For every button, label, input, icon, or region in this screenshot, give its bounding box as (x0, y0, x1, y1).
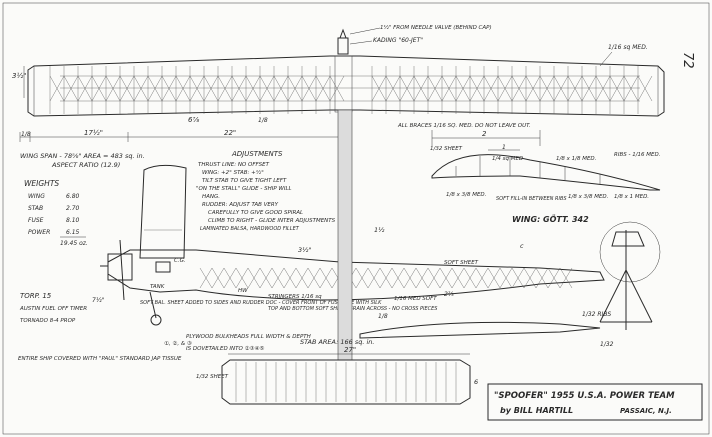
adj-line-6: RUDDER: ADJUST TAB VERY (202, 202, 279, 208)
stab-sheet: 1/32 SHEET (196, 374, 229, 380)
weight-total: 19.45 oz. (60, 240, 88, 247)
weight-value-power: 6.15 (66, 229, 80, 236)
plan-title: "SPOOFER" 1955 U.S.A. POWER TEAM (494, 391, 675, 401)
tank-label: TANK (150, 284, 165, 290)
airfoil-ribs: RIBS - 1/16 MED. (614, 152, 661, 158)
hw-label: HW (238, 288, 248, 294)
fuselage-truss (199, 267, 573, 289)
fuse-dim-1half: 1½ (374, 226, 385, 234)
stab-height: 6 (474, 378, 478, 386)
plan-location: PASSAIC, N.J. (620, 407, 672, 415)
weight-value-fuse: 8.10 (66, 217, 80, 224)
airfoil-sheet: 1/32 SHEET (430, 146, 463, 152)
prop-nose-note: 1½" FROM NEEDLE VALVE (BEHIND CAP) (380, 24, 492, 31)
stab-span: 27" (344, 346, 356, 354)
bulkheads-note: PLYWOOD BULKHEADS FULL WIDTH & DEPTH (186, 334, 311, 340)
top-bottom-note: TOP AND BOTTOM SOFT SHEET, GRAIN ACROSS … (268, 306, 438, 312)
stab-ribs (235, 362, 457, 402)
airfoil-te2: 1/8 x 1 MED. (614, 194, 649, 200)
laminated-note: LAMINATED BALSA, HARDWOOD FILLET (200, 226, 300, 232)
fuse-tip-1-8: 1/8 (378, 313, 388, 320)
adj-line-5: HANG. (202, 194, 220, 200)
adj-line-3: TILT STAB TO GIVE TIGHT LEFT (202, 178, 287, 184)
fuse-soft-sheet: SOFT SHEET (444, 260, 479, 266)
engine-torp: TORP. 15 (20, 292, 52, 300)
page-number: 72 (680, 52, 695, 69)
power-notes: TORP. 15 AUSTIN FUEL OFF TIMER TORNADO 8… (19, 292, 105, 324)
fuse-dim-3half: 3½" (298, 246, 311, 254)
airfoil-le: 1/4 sq MED (492, 156, 523, 162)
airfoil-dim-2: 2 (482, 130, 487, 138)
wing-span-area: WING SPAN - 78⅝" AREA = 483 sq. in. (20, 152, 145, 160)
fuel-tank (155, 261, 171, 273)
circles-note: ①, ②, & ③ (164, 340, 192, 347)
dovetail-note: IS DOVETAILED INTO ②③④⑤ (186, 345, 264, 352)
airfoil-te: 1/8 x 3/8 MED. (568, 194, 609, 200)
wing-airfoil-section (431, 130, 661, 191)
landing-wheel (150, 314, 162, 326)
adj-line-7: CAREFULLY TO GIVE GOOD SPIRAL (208, 210, 303, 216)
fuse-height-2-3: 2⅔ (444, 291, 454, 298)
weights-title: WEIGHTS (24, 179, 59, 188)
cg-label: C.G. (174, 258, 186, 264)
stab-plan-view (221, 353, 471, 405)
fin-spine (337, 109, 353, 361)
half-span-dim: 22" (224, 129, 236, 137)
weight-label-fuse: FUSE (28, 217, 44, 224)
fuse-dim-c: c (520, 242, 524, 250)
airfoil-section-name: WING: GÖTT. 342 (512, 214, 589, 224)
fuse-med-soft: 1/16 MED SOFT (394, 296, 437, 302)
airfoil-spar: 1/8 x 1/8 MED. (556, 156, 597, 162)
rib-spacing-dim: 17½" (84, 129, 103, 137)
weight-label-wing: WING (28, 193, 45, 200)
sheet-added-note: SOFT BAL. SHEET ADDED TO SIDES AND RUDDE… (140, 300, 382, 306)
adjustments-title: ADJUSTMENTS (231, 150, 283, 158)
weight-label-power: POWER (28, 229, 50, 236)
stab-area: STAB AREA: 166 sq. in. (300, 338, 374, 346)
engine-prop: TORNADO 8-4 PROP (20, 318, 76, 324)
adj-line-4: "ON THE STALL" GLIDE - SHIP WILL (196, 186, 292, 192)
fuse-tip-1-32: 1/32 (600, 341, 614, 348)
airfoil-soft-fill: SOFT FILL-IN BETWEEN RIBS (496, 196, 567, 202)
wing-height-dim: 3½" (12, 72, 26, 80)
wing-tip-balsa: 1/16 sq MED. (608, 44, 648, 51)
wing-plan-view (27, 55, 665, 117)
airfoil-lower-a: 1/8 x 3/8 MED. (446, 192, 487, 198)
center-right-dim: 1/8 (258, 117, 268, 124)
tip-dim: 1/8 (21, 131, 31, 138)
all-braces-note: ALL BRACES 1/16 SQ. MED. DO NOT LEAVE OU… (397, 123, 531, 129)
adj-line-2: WING: +2° STAB: +½° (202, 169, 264, 176)
airfoil-dim-1: 1 (502, 144, 506, 151)
weights-table: WING 6.80 STAB 2.70 FUSE 8.10 POWER 6.15… (28, 193, 88, 247)
adj-line-1: THRUST LINE: NO OFFSET (198, 162, 270, 168)
adjustments-notes: ADJUSTMENTS THRUST LINE: NO OFFSET WING:… (196, 150, 336, 224)
plan-author: by BILL HARTILL (500, 406, 573, 415)
weight-value-stab: 2.70 (66, 205, 80, 212)
center-left-dim: 6⅞ (188, 116, 199, 124)
weight-value-wing: 6.80 (66, 193, 80, 200)
fuse-ribs-32: 1/32 RIBS (582, 311, 611, 318)
engine-note: KADING "60-JET" (373, 37, 423, 44)
covering-note: ENTIRE SHIP COVERED WITH "PAUL" STANDARD… (18, 356, 182, 362)
adj-line-8: CLIMB TO RIGHT - GLIDE INTER ADJUSTMENTS (208, 218, 336, 224)
wing-ribs (49, 66, 653, 114)
front-view (599, 221, 661, 330)
engine-top (337, 28, 349, 55)
stab-rib-section (359, 321, 601, 339)
engine-fuel-timer: AUSTIN FUEL OFF TIMER (19, 306, 87, 312)
aspect-ratio: ASPECT RATIO (12.9) (51, 161, 120, 169)
power-height: 7½" (92, 297, 105, 304)
title-block: "SPOOFER" 1955 U.S.A. POWER TEAM by BILL… (487, 383, 703, 421)
weight-label-stab: STAB (28, 205, 43, 212)
stringer-note: STRINGERS 1/16 sq (268, 294, 322, 300)
